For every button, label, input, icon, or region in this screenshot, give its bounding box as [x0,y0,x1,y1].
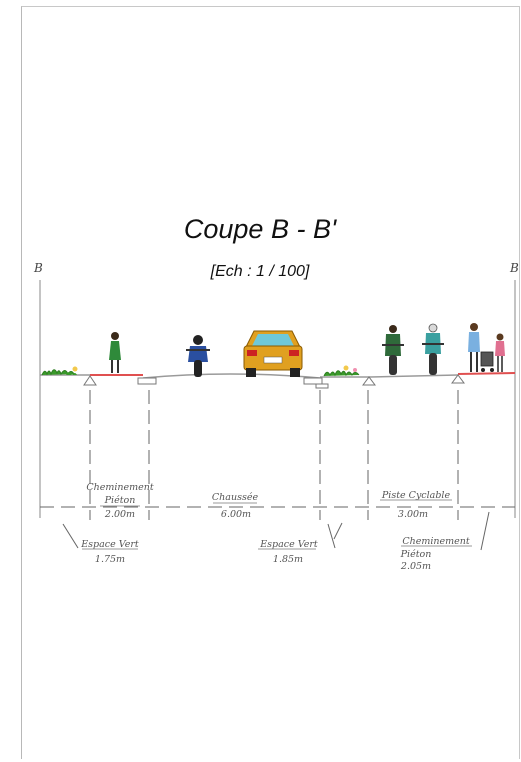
cheminement-pieton-1-label-line2: Piéton [104,495,136,506]
cheminement-pieton-1-label-line1: Cheminement [86,482,154,493]
espace-vert-2-label: Espace Vert [259,539,318,550]
curb-marker [83,375,97,386]
chaussee-label: Chaussée [212,492,259,503]
cyclist-figure [422,323,444,375]
pedestrian-woman-figure [109,332,121,373]
leader-lines [62,511,490,551]
dimension-extension-lines [89,390,459,520]
motorcyclist-figure [186,335,210,377]
label-underlines [82,499,472,550]
family-figure [468,323,505,372]
cheminement-pieton-2-label-line1: Cheminement [402,536,470,547]
sheet-frame [21,6,520,759]
espace-vert-1-label: Espace Vert [80,539,139,550]
section-mark-left: B [34,261,43,275]
cyclist-figure [382,325,404,375]
piste-cyclable-width: 3.00m [398,509,428,520]
car-figure [243,330,303,377]
espace-vert-2-width: 1.85m [273,554,303,565]
scale-label: [Ech : 1 / 100] [210,263,310,280]
flower [353,368,357,372]
flower [343,365,349,371]
curb [303,377,323,385]
curb [137,377,157,385]
grass-strip-left [41,366,78,376]
cheminement-pieton-1-width: 2.00m [104,509,135,520]
cheminement-pieton-2-label-line2: Piéton [400,549,432,560]
curb-marker [451,374,465,384]
grass-strip-right [323,365,360,377]
curbs [83,374,465,389]
section-title: Coupe B - B' [183,214,337,244]
piste-cyclable-label: Piste Cyclable [381,490,451,501]
flower [72,366,78,372]
curb [315,383,329,389]
curb-marker [362,376,376,386]
section-mark-right: B [510,261,519,275]
ground-profile [40,372,516,379]
espace-vert-1-width: 1.75m [95,554,125,565]
chaussee-width: 6.00m [221,509,251,520]
cheminement-pieton-2-width: 2.05m [400,561,431,572]
